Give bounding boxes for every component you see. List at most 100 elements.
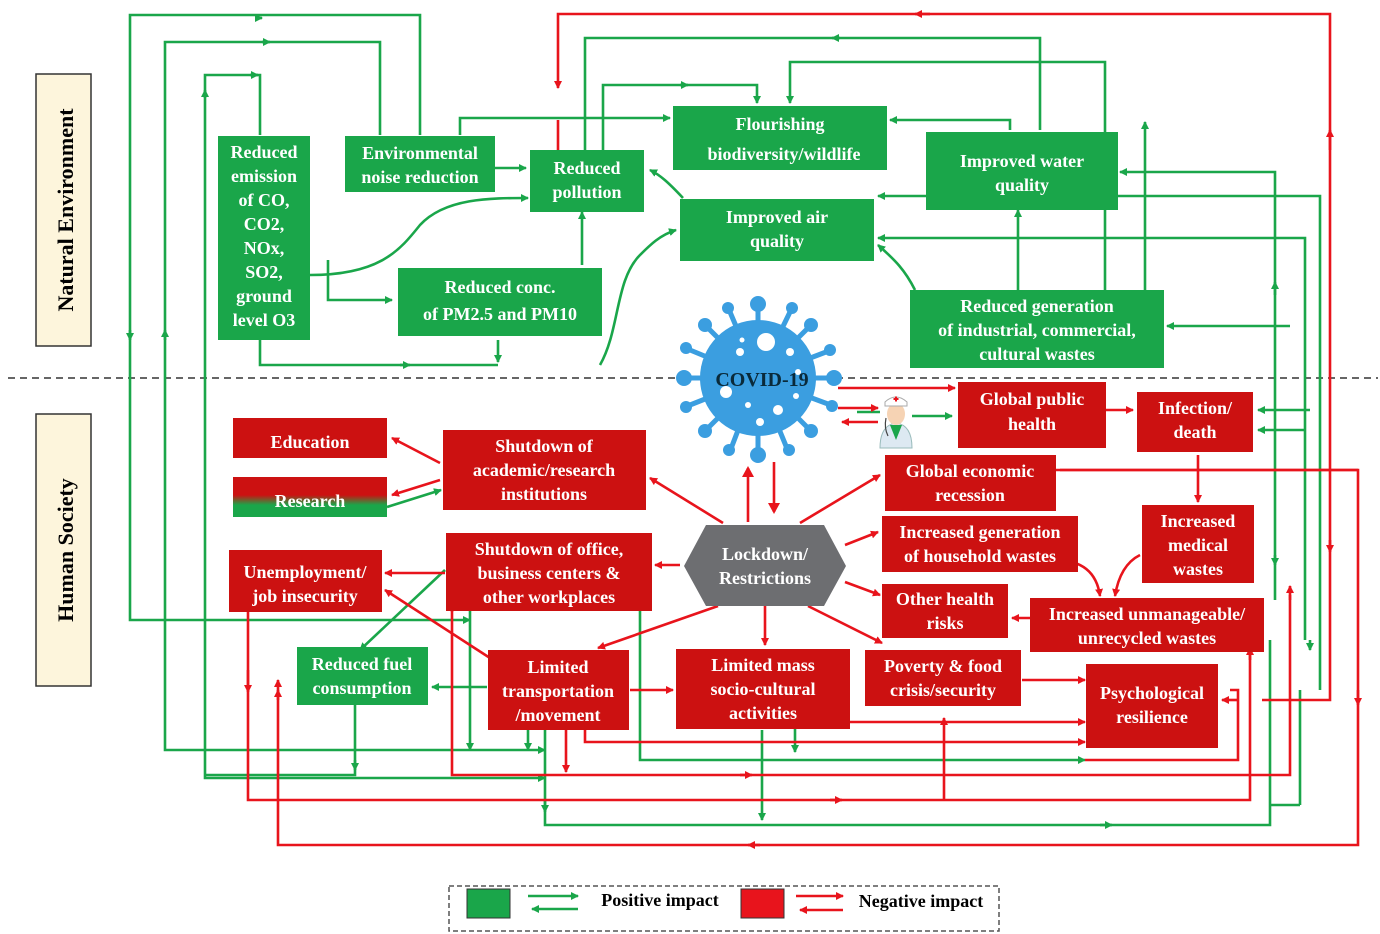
node-pm-concentration: Reduced conc. of PM2.5 and PM10 (398, 268, 602, 336)
node-reduced-fuel: Reduced fuel consumption (297, 647, 428, 705)
node-shutdown-academic: Shutdown of academic/research institutio… (443, 430, 646, 510)
svg-text:noise reduction: noise reduction (361, 167, 478, 187)
node-noise-reduction: Environmental noise reduction (345, 136, 495, 192)
svg-text:Increased: Increased (1161, 511, 1236, 531)
svg-text:Psychological: Psychological (1100, 683, 1204, 703)
svg-text:quality: quality (995, 175, 1049, 195)
svg-text:job insecurity: job insecurity (251, 586, 358, 606)
node-infection-death: Infection/ death (1137, 392, 1253, 452)
svg-text:biodiversity/wildlife: biodiversity/wildlife (708, 144, 861, 164)
svg-text:of PM2.5 and PM10: of PM2.5 and PM10 (423, 304, 577, 324)
node-global-public-health: Global public health (958, 382, 1106, 448)
svg-text:Limited mass: Limited mass (711, 655, 815, 675)
svg-text:level O3: level O3 (233, 310, 295, 330)
node-medical-wastes: Increased medical wastes (1142, 505, 1254, 583)
svg-text:quality: quality (750, 231, 804, 251)
svg-text:Global public: Global public (980, 389, 1085, 409)
svg-text:of CO,: of CO, (239, 190, 290, 210)
svg-text:resilience: resilience (1116, 707, 1188, 727)
covid-virus-icon: COVID-19 (676, 296, 842, 463)
svg-text:risks: risks (926, 613, 963, 633)
legend-positive-swatch (466, 888, 511, 919)
svg-text:Global economic: Global economic (906, 461, 1035, 481)
node-biodiversity: Flourishing biodiversity/wildlife (673, 106, 887, 170)
svg-text:death: death (1173, 422, 1216, 442)
svg-text:Unemployment/: Unemployment/ (244, 562, 368, 582)
svg-text:NOx,: NOx, (244, 238, 285, 258)
svg-text:institutions: institutions (501, 484, 587, 504)
svg-text:consumption: consumption (312, 678, 411, 698)
svg-text:of household wastes: of household wastes (904, 546, 1056, 566)
node-lockdown: Lockdown/ Restrictions (684, 525, 846, 606)
node-other-health-risks: Other health risks (882, 584, 1008, 638)
svg-text:/movement: /movement (515, 705, 601, 725)
svg-text:Improved water: Improved water (960, 151, 1084, 171)
svg-text:CO2,: CO2, (244, 214, 285, 234)
node-economic-recession: Global economic recession (885, 455, 1056, 511)
node-reduced-emission: Reduced emission of CO, CO2, NOx, SO2, g… (218, 136, 310, 340)
svg-text:Reduced generation: Reduced generation (960, 296, 1113, 316)
node-water-quality: Improved water quality (926, 132, 1118, 210)
svg-text:cultural wastes: cultural wastes (979, 344, 1095, 364)
svg-text:Other health: Other health (896, 589, 994, 609)
svg-text:Improved air: Improved air (726, 207, 828, 227)
node-limited-transportation: Limited transportation /movement (488, 650, 629, 730)
svg-text:ground: ground (236, 286, 292, 306)
svg-text:Lockdown/: Lockdown/ (722, 544, 809, 564)
svg-text:academic/research: academic/research (473, 460, 615, 480)
svg-text:Reduced conc.: Reduced conc. (445, 277, 556, 297)
svg-text:Education: Education (270, 432, 349, 452)
svg-text:Limited: Limited (528, 657, 589, 677)
svg-text:crisis/security: crisis/security (890, 680, 996, 700)
legend: Positive impact Negative impact (448, 885, 1000, 932)
svg-text:Flourishing: Flourishing (735, 114, 824, 134)
svg-text:recession: recession (935, 485, 1005, 505)
svg-text:of industrial, commercial,: of industrial, commercial, (938, 320, 1136, 340)
covid-label: COVID-19 (715, 369, 808, 391)
human-society-label: Human Society (35, 413, 92, 687)
svg-text:health: health (1008, 414, 1056, 434)
node-limited-mass-activities: Limited mass socio-cultural activities (676, 649, 850, 729)
green-connectors (126, 13, 1322, 829)
natural-environment-label: Natural Environment (35, 73, 92, 347)
node-household-wastes: Increased generation of household wastes (882, 516, 1078, 572)
svg-text:socio-cultural: socio-cultural (711, 679, 816, 699)
svg-text:Poverty & food: Poverty & food (884, 656, 1002, 676)
svg-text:Reduced: Reduced (554, 158, 621, 178)
svg-text:Increased generation: Increased generation (899, 522, 1060, 542)
svg-text:activities: activities (729, 703, 797, 723)
svg-text:Restrictions: Restrictions (719, 568, 811, 588)
svg-text:business centers &: business centers & (478, 563, 621, 583)
svg-text:Infection/: Infection/ (1158, 398, 1233, 418)
svg-text:Environmental: Environmental (362, 143, 478, 163)
svg-text:Shutdown of: Shutdown of (495, 436, 594, 456)
legend-negative-label: Negative impact (859, 891, 983, 911)
svg-text:pollution: pollution (552, 182, 621, 202)
svg-text:other workplaces: other workplaces (483, 587, 615, 607)
node-research: Research (233, 477, 387, 517)
svg-text:medical: medical (1168, 535, 1228, 555)
node-education: Education (233, 418, 387, 458)
svg-text:Increased unmanageable/: Increased unmanageable/ (1049, 604, 1246, 624)
svg-text:emission: emission (231, 166, 297, 186)
svg-text:unrecycled wastes: unrecycled wastes (1078, 628, 1216, 648)
svg-text:Shutdown of office,: Shutdown of office, (475, 539, 624, 559)
svg-text:Reduced: Reduced (231, 142, 298, 162)
svg-text:wastes: wastes (1173, 559, 1223, 579)
node-wastes-generation: Reduced generation of industrial, commer… (910, 290, 1164, 368)
doctor-icon (879, 396, 913, 449)
svg-text:Research: Research (275, 491, 346, 511)
human-society-text: Human Society (53, 478, 78, 622)
svg-text:transportation: transportation (502, 681, 614, 701)
node-unemployment: Unemployment/ job insecurity (229, 550, 382, 612)
svg-text:SO2,: SO2, (245, 262, 283, 282)
node-psychological-resilience: Psychological resilience (1086, 664, 1218, 748)
legend-negative-swatch (740, 888, 785, 919)
node-poverty-food-crisis: Poverty & food crisis/security (865, 650, 1021, 706)
node-air-quality: Improved air quality (680, 199, 874, 261)
node-reduced-pollution: Reduced pollution (530, 150, 644, 212)
natural-environment-text: Natural Environment (53, 108, 78, 312)
red-connectors (244, 10, 1362, 849)
node-unmanageable-wastes: Increased unmanageable/ unrecycled waste… (1030, 598, 1264, 652)
